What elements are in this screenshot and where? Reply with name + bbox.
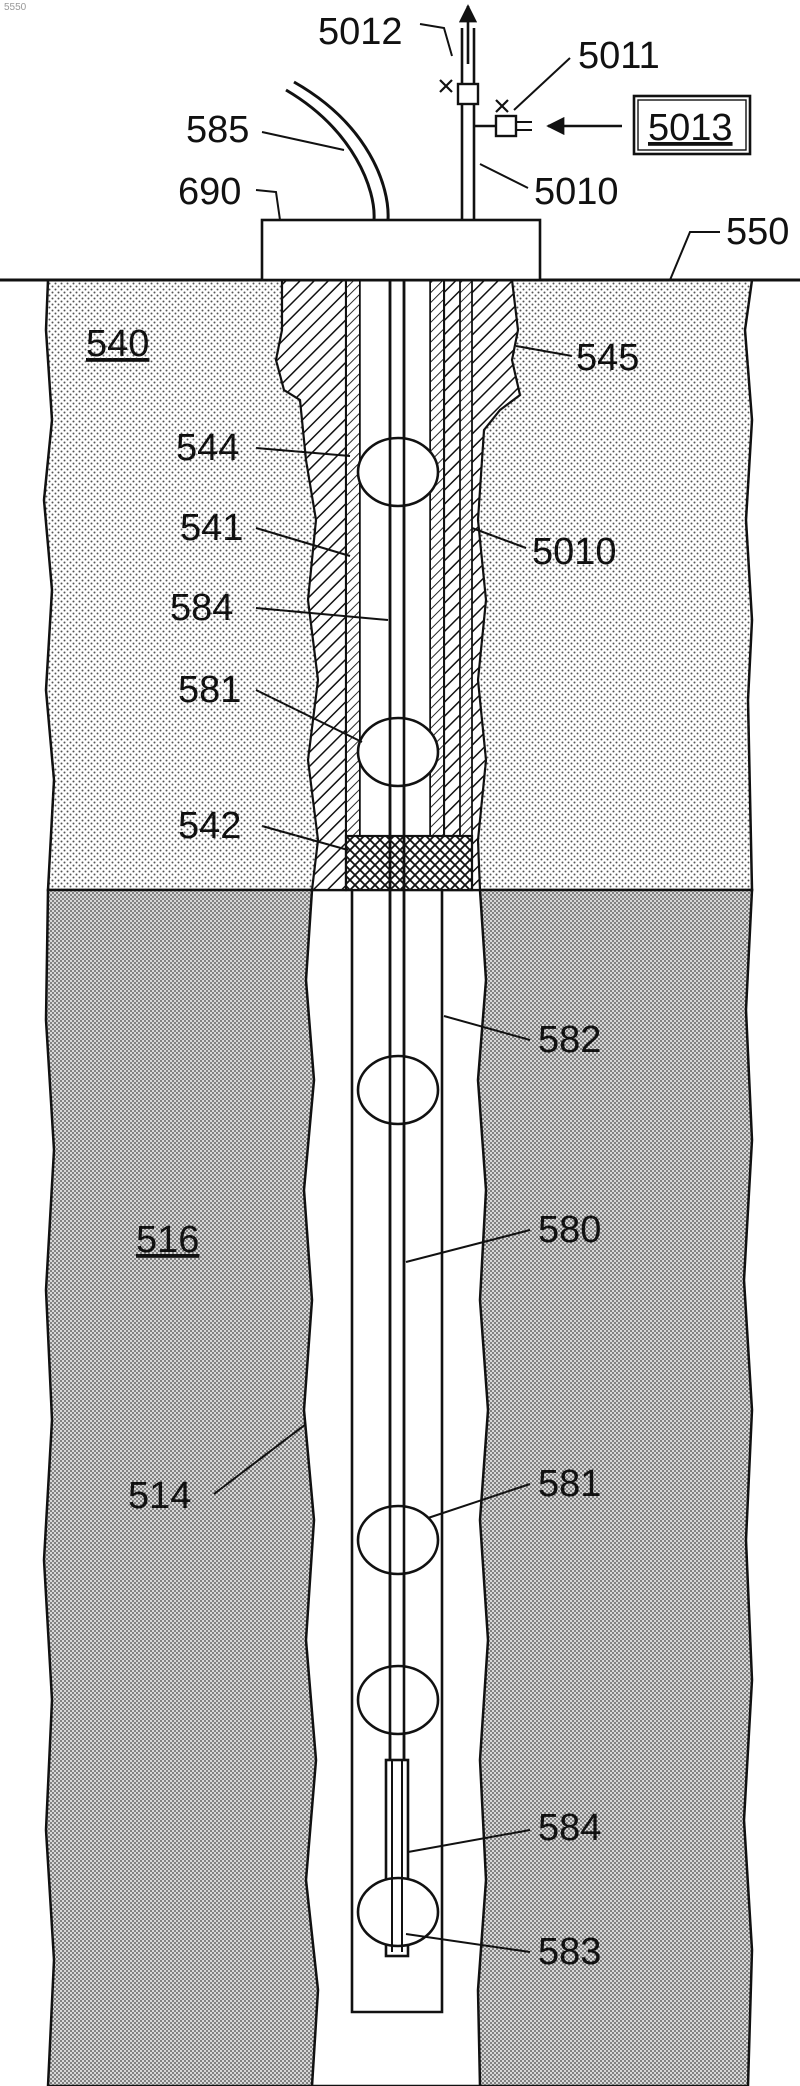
conduit-585-inner bbox=[294, 82, 388, 220]
label-581-lower: 581 bbox=[538, 1463, 601, 1505]
label-516: 516 bbox=[136, 1219, 199, 1261]
centralizer-581-1 bbox=[358, 438, 438, 506]
packer-542 bbox=[346, 836, 472, 890]
label-5011: 5011 bbox=[578, 35, 660, 77]
wellhead-690 bbox=[262, 220, 540, 280]
leader-550 bbox=[670, 232, 720, 280]
label-585: 585 bbox=[186, 109, 249, 151]
label-581-upper: 581 bbox=[178, 669, 241, 711]
label-545: 545 bbox=[576, 337, 639, 379]
label-541: 541 bbox=[180, 507, 243, 549]
valve-5011 bbox=[496, 116, 516, 136]
label-514: 514 bbox=[128, 1475, 191, 1517]
label-5013: 5013 bbox=[648, 107, 733, 149]
label-5010-top: 5010 bbox=[534, 171, 619, 213]
centralizer-581-5 bbox=[358, 1666, 438, 1734]
valve-5012 bbox=[458, 84, 478, 104]
tubing-5010-column bbox=[460, 280, 472, 890]
centralizer-581-2 bbox=[358, 718, 438, 786]
centralizer-581-3 bbox=[358, 1056, 438, 1124]
label-690: 690 bbox=[178, 171, 241, 213]
label-544: 544 bbox=[176, 427, 239, 469]
centralizer-581-4 bbox=[358, 1506, 438, 1574]
valve-5011-x-icon bbox=[496, 100, 508, 112]
centralizer-581-6 bbox=[358, 1878, 438, 1946]
leader-5012 bbox=[420, 24, 452, 56]
casing-541-right bbox=[430, 280, 444, 890]
leader-5010a bbox=[480, 164, 528, 188]
leader-690 bbox=[256, 190, 280, 220]
valve-5012-stem bbox=[462, 66, 474, 84]
label-550: 550 bbox=[726, 211, 789, 253]
leader-5011 bbox=[514, 58, 570, 110]
label-584-upper: 584 bbox=[170, 587, 233, 629]
label-584-lower: 584 bbox=[538, 1807, 601, 1849]
label-540: 540 bbox=[86, 323, 149, 365]
label-542: 542 bbox=[178, 805, 241, 847]
label-583: 583 bbox=[538, 1931, 601, 1973]
label-582: 582 bbox=[538, 1019, 601, 1061]
label-580: 580 bbox=[538, 1209, 601, 1251]
conduit-585 bbox=[286, 90, 374, 220]
corner-text: 5550 bbox=[4, 2, 27, 13]
casing-541-left bbox=[346, 280, 360, 890]
valve-5012-x-icon bbox=[440, 80, 452, 92]
leader-585 bbox=[262, 132, 344, 150]
label-5010-mid: 5010 bbox=[532, 531, 617, 573]
label-5012: 5012 bbox=[318, 11, 403, 53]
